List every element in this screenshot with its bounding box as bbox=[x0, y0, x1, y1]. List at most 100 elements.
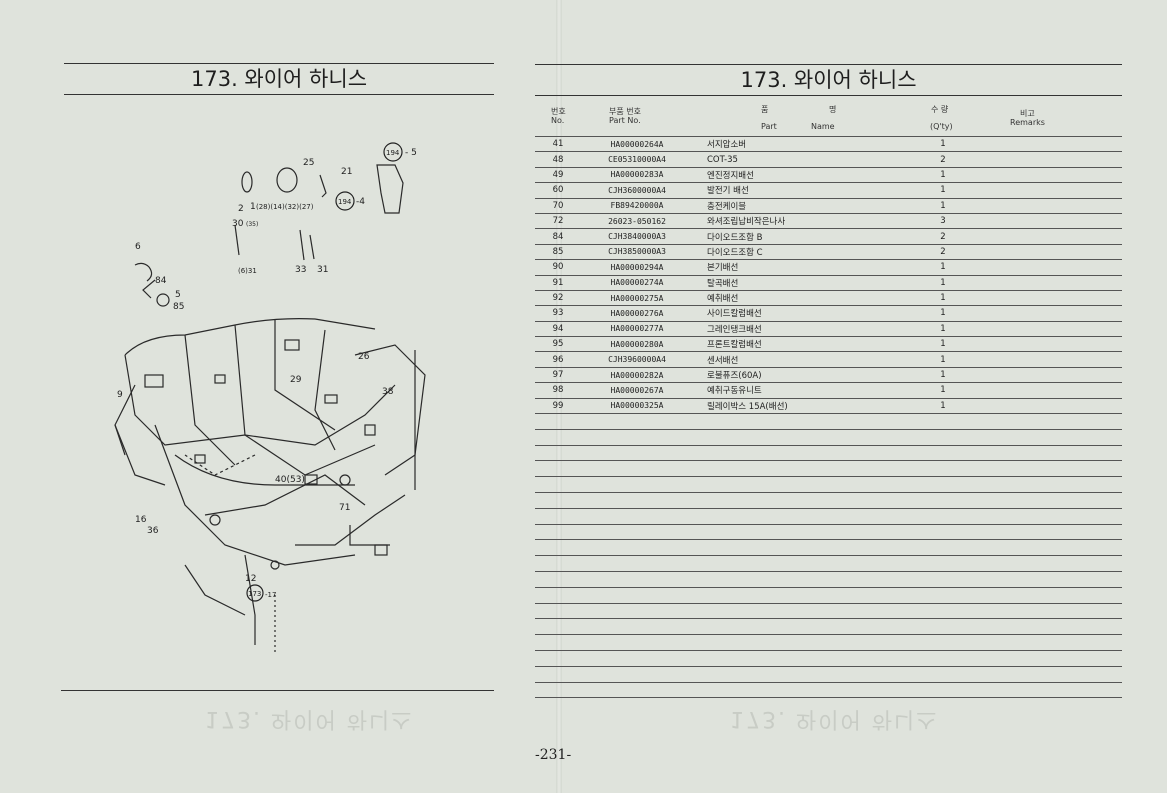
cell-remarks bbox=[983, 151, 1122, 168]
empty-row bbox=[535, 413, 1122, 430]
cell-name: 탈곡배선 bbox=[693, 275, 903, 291]
cell-no: 60 bbox=[535, 182, 581, 199]
label-25: 25 bbox=[303, 158, 314, 168]
cell-remarks bbox=[983, 305, 1122, 322]
cell-part-no: HA00000325A bbox=[581, 398, 693, 415]
left-page: 173. 와이어 하니스 bbox=[0, 0, 560, 793]
cell-qty: 1 bbox=[903, 182, 983, 199]
cell-no: 97 bbox=[535, 367, 581, 384]
label-6: 6 bbox=[135, 242, 141, 252]
cell-name: 프론트칼럼배선 bbox=[693, 336, 903, 353]
cell-name: 로불퓨즈(60A) bbox=[693, 367, 903, 384]
cell-qty: 1 bbox=[903, 336, 983, 353]
label-21: 21 bbox=[341, 167, 352, 177]
empty-row bbox=[535, 682, 1122, 699]
cell-name: 다이오드조합 C bbox=[693, 244, 903, 261]
label-9: 9 bbox=[117, 390, 123, 400]
empty-row bbox=[535, 539, 1122, 557]
right-page: 173. 와이어 하니스 번호 No. 부품 번호 Part No. 품 명 P… bbox=[535, 0, 1167, 793]
cell-remarks bbox=[983, 136, 1122, 153]
header-remarks-ko: 비고 bbox=[1020, 109, 1035, 118]
label-30: 30 bbox=[232, 219, 244, 229]
empty-row bbox=[535, 460, 1122, 478]
cell-remarks bbox=[983, 244, 1122, 261]
cell-name: 센서배선 bbox=[693, 351, 903, 368]
label-group: (28)(14)(32)(27) bbox=[256, 203, 314, 211]
cell-no: 91 bbox=[535, 275, 581, 291]
cell-remarks bbox=[983, 290, 1122, 307]
cell-part-no: 26023-050162 bbox=[581, 213, 693, 230]
header-no-en: No. bbox=[551, 116, 565, 125]
cell-part-no: HA00000277A bbox=[581, 321, 693, 338]
cell-remarks bbox=[983, 198, 1122, 214]
cell-no: 48 bbox=[535, 151, 581, 168]
cell-remarks bbox=[983, 321, 1122, 338]
cell-part-no: CJH3850000A3 bbox=[581, 244, 693, 261]
cell-part-no: HA00000275A bbox=[581, 290, 693, 307]
cell-no: 92 bbox=[535, 290, 581, 307]
label-85: 85 bbox=[173, 302, 184, 312]
header-partno-en: Part No. bbox=[609, 116, 641, 125]
cell-part-no: CJH3960000A4 bbox=[581, 351, 693, 368]
wire-harness-diagram: 194 - 5 25 21 194 -4 2 1 (28)(14)(32)(27… bbox=[95, 125, 440, 660]
label-36: 36 bbox=[147, 526, 159, 536]
header-qty-ko: 수 량 bbox=[931, 105, 949, 114]
label-5: 5 bbox=[175, 290, 181, 300]
cell-qty: 1 bbox=[903, 367, 983, 384]
cell-part-no: FB89420000A bbox=[581, 198, 693, 214]
label-16: 16 bbox=[135, 515, 147, 525]
cell-part-no: HA00000267A bbox=[581, 382, 693, 399]
cell-part-no: HA00000283A bbox=[581, 167, 693, 184]
empty-row bbox=[535, 666, 1122, 683]
table-header: 번호 No. 부품 번호 Part No. 품 명 Part Name 수 량 … bbox=[535, 100, 1122, 136]
cell-part-no: CJH3600000A4 bbox=[581, 182, 693, 199]
cell-qty: 1 bbox=[903, 259, 983, 276]
label-40-53: 40(53) bbox=[275, 475, 305, 485]
empty-row bbox=[535, 650, 1122, 667]
label-2: 2 bbox=[238, 204, 244, 214]
cell-remarks bbox=[983, 182, 1122, 199]
cell-part-no: HA00000264A bbox=[581, 136, 693, 153]
cell-name: 예취배선 bbox=[693, 290, 903, 307]
cell-no: 85 bbox=[535, 244, 581, 261]
label-5-top: - 5 bbox=[405, 148, 417, 158]
label-35: (35) bbox=[246, 221, 258, 228]
cell-name: 그레인탱크배선 bbox=[693, 321, 903, 338]
left-bleedthrough: 173. 와이어 하니스 bbox=[205, 706, 414, 731]
parts-table: 번호 No. 부품 번호 Part No. 품 명 Part Name 수 량 … bbox=[535, 100, 1122, 699]
empty-row bbox=[535, 508, 1122, 525]
empty-row bbox=[535, 429, 1122, 446]
label-6-31: (6)31 bbox=[238, 267, 257, 275]
cell-part-no: HA00000276A bbox=[581, 305, 693, 322]
cell-part-no: HA00000294A bbox=[581, 259, 693, 276]
cell-qty: 1 bbox=[903, 382, 983, 399]
header-name-ko-2: 명 bbox=[829, 105, 837, 114]
cell-no: 99 bbox=[535, 398, 581, 415]
cell-qty: 1 bbox=[903, 136, 983, 153]
cell-remarks bbox=[983, 398, 1122, 415]
cell-part-no: HA00000282A bbox=[581, 367, 693, 384]
cell-name: COT-35 bbox=[693, 151, 903, 168]
cell-no: 96 bbox=[535, 351, 581, 368]
label-194-mid: 194 bbox=[338, 198, 352, 206]
cell-no: 98 bbox=[535, 382, 581, 399]
cell-qty: 1 bbox=[903, 351, 983, 368]
empty-row bbox=[535, 555, 1122, 572]
cell-remarks bbox=[983, 367, 1122, 384]
empty-row bbox=[535, 476, 1122, 494]
label-194-top: 194 bbox=[386, 149, 400, 157]
cell-qty: 1 bbox=[903, 275, 983, 291]
label-31: 31 bbox=[317, 265, 328, 275]
